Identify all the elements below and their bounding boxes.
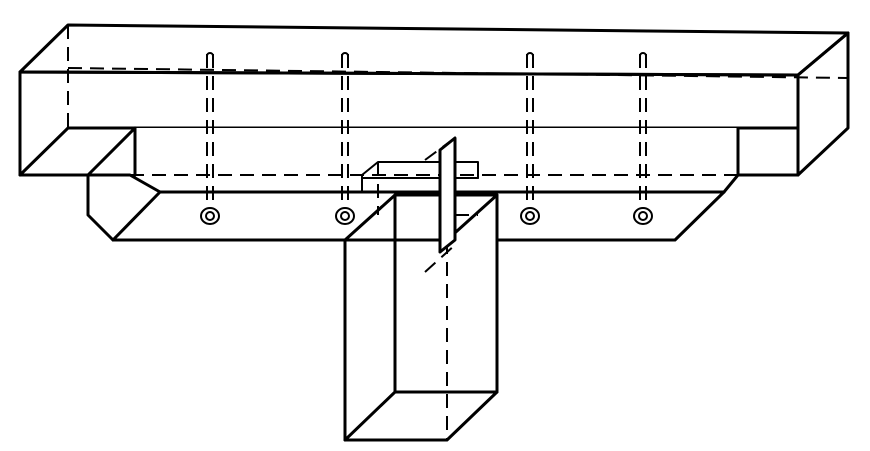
bolt-tip	[206, 52, 214, 57]
bolt-tip	[341, 52, 349, 57]
fin-hidden-top	[424, 137, 456, 161]
lower-bracket-outline	[86, 126, 726, 242]
bolt-tip	[526, 52, 534, 57]
bolt-tip	[639, 52, 647, 57]
bolt-head	[638, 211, 648, 221]
bolt-head	[205, 211, 215, 221]
bolt-head	[525, 211, 535, 221]
lower-bracket-right-join	[722, 173, 740, 194]
fin-plate	[438, 136, 457, 254]
bolt	[200, 52, 220, 225]
connector-plate	[361, 136, 479, 273]
lower-bracket	[86, 126, 798, 242]
lower-bracket-corner-edge	[111, 190, 162, 242]
bolt	[520, 52, 540, 225]
vertical-post	[343, 193, 499, 442]
fin-hidden-bottom	[424, 244, 456, 273]
upper-beam-top-face	[18, 23, 850, 77]
upper-beam-hidden-edge-top	[67, 67, 849, 79]
post-bottom-diag-edge	[343, 390, 397, 442]
bolt	[335, 52, 355, 225]
bolt	[633, 52, 653, 225]
upper-beam-end-face	[796, 31, 850, 177]
bolt-head	[340, 211, 350, 221]
bolts-group	[200, 52, 653, 225]
